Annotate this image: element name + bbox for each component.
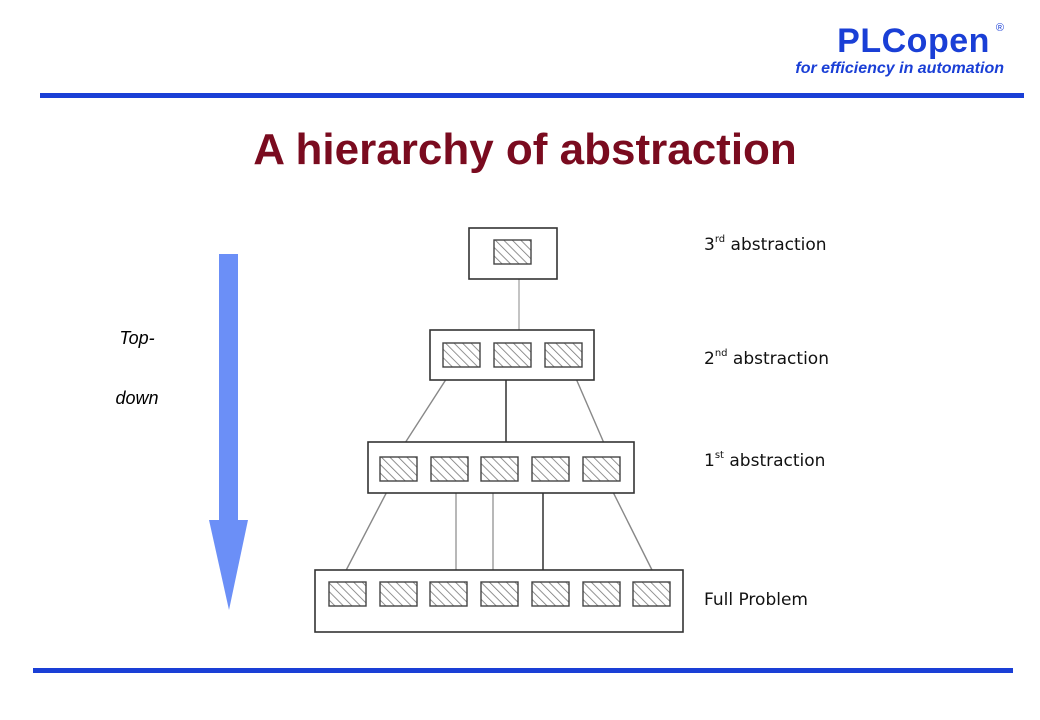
level-label-2: 2nd abstraction <box>704 348 829 369</box>
level-2-module-2 <box>493 342 532 368</box>
level-1-module-2 <box>430 456 469 482</box>
level-1-module-5 <box>582 456 621 482</box>
level-boxes <box>314 227 684 633</box>
logo-tagline: for efficiency in automation <box>795 60 1004 77</box>
connector-lines <box>339 262 659 583</box>
level-labels: 3rd abstraction 2nd abstraction 1st abst… <box>704 234 829 610</box>
full-problem-module-1 <box>328 581 367 607</box>
level-1-module-1 <box>379 456 418 482</box>
level-1-module-4 <box>531 456 570 482</box>
full-problem-module-3 <box>429 581 468 607</box>
full-problem-module-6 <box>582 581 621 607</box>
logo-name: PLCopen <box>837 22 990 60</box>
full-problem-module-2 <box>379 581 418 607</box>
level-label-full-problem: Full Problem <box>704 590 808 610</box>
level-3-module-1 <box>493 239 532 265</box>
side-text-top: Top- <box>119 328 155 348</box>
top-down-arrow <box>209 254 248 610</box>
registered-mark: ® <box>995 22 1004 34</box>
bottom-divider <box>33 668 1013 673</box>
full-problem-module-7 <box>632 581 671 607</box>
top-divider <box>40 93 1024 98</box>
full-problem-module-4 <box>480 581 519 607</box>
level-label-3: 3rd abstraction <box>704 234 827 255</box>
level-2-module-1 <box>442 342 481 368</box>
level-1-module-3 <box>480 456 519 482</box>
slide-title: A hierarchy of abstraction <box>253 125 797 174</box>
level-label-1: 1st abstraction <box>704 450 825 471</box>
level-2-module-3 <box>544 342 583 368</box>
full-problem-module-5 <box>531 581 570 607</box>
plcopen-logo: PLCopen ® for efficiency in automation <box>795 22 1004 78</box>
side-text-down: down <box>115 388 159 408</box>
